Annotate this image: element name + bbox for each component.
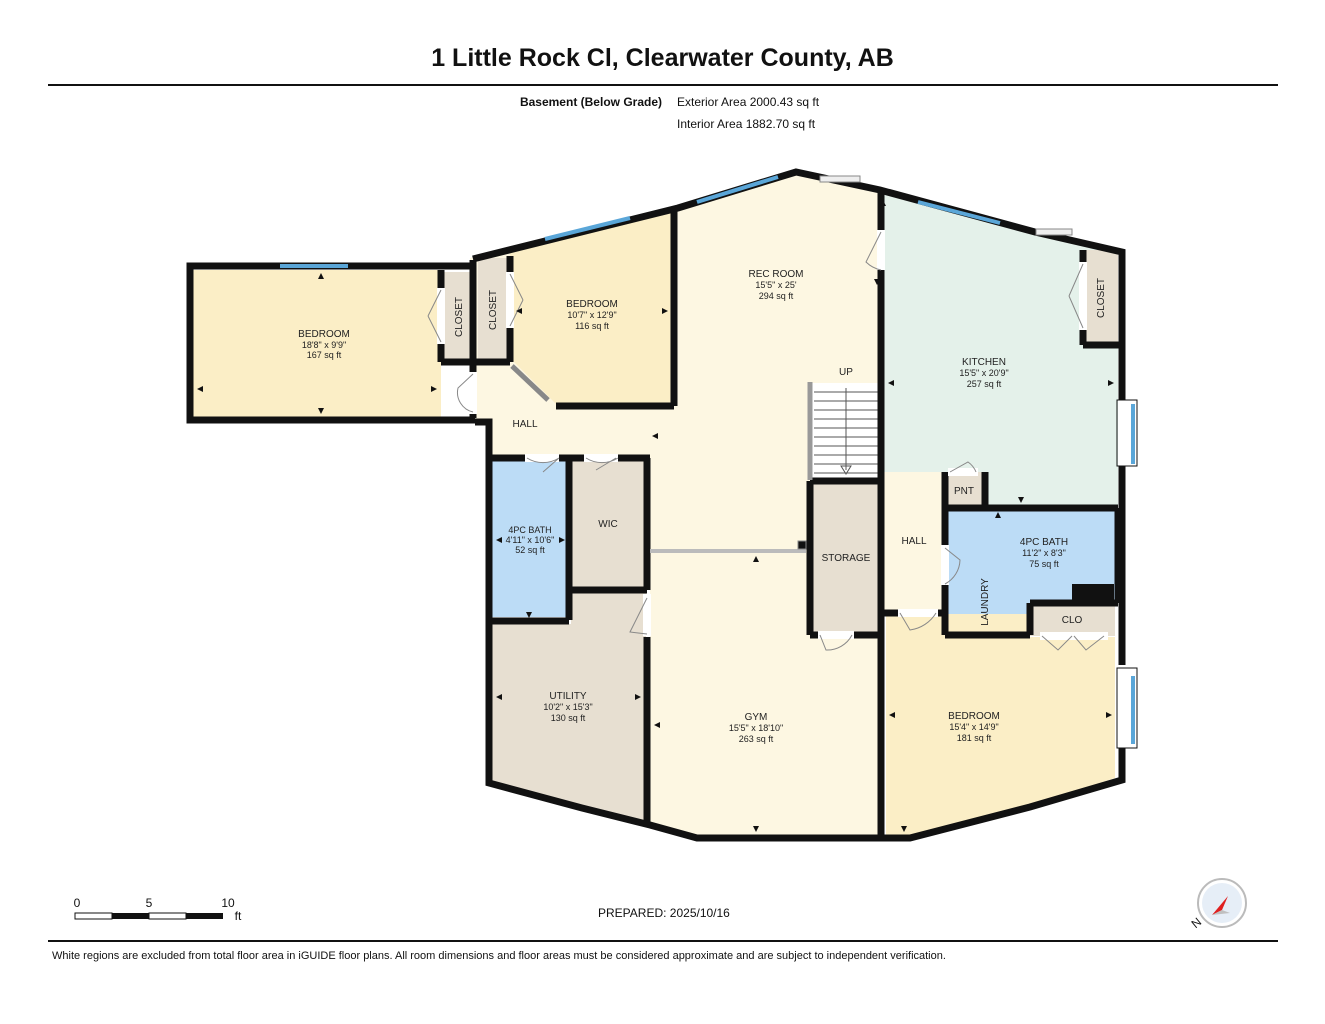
- stairs-floor: [812, 383, 878, 480]
- compass-icon: N: [1189, 878, 1247, 931]
- closet-kitchen-floor: [1085, 250, 1118, 343]
- bath-large-area: 75 sq ft: [1029, 559, 1059, 569]
- scale-tick-5: 5: [146, 896, 153, 910]
- bath-large-dims: 11'2" x 8'3": [1022, 548, 1066, 558]
- bedroom-south-name: BEDROOM: [948, 711, 1000, 722]
- clo-floor: [1030, 604, 1115, 636]
- walls: [186, 168, 1126, 842]
- hall-west-name: HALL: [512, 419, 537, 430]
- kitchen-area: 257 sq ft: [967, 379, 1002, 389]
- door-storage: [818, 631, 854, 639]
- bedroom-west-dims: 18'8" x 9'9": [302, 340, 346, 350]
- door-kitchen-closet: [1079, 262, 1087, 330]
- hall-east-floor: [883, 472, 945, 612]
- door-bath-small: [525, 454, 559, 462]
- closet-west-name: CLOSET: [454, 297, 465, 337]
- gym-name: GYM: [745, 712, 768, 723]
- door-pantry: [948, 468, 978, 476]
- room-labels: BEDROOM 18'8" x 9'9" 167 sq ft CLOSET CL…: [298, 269, 1107, 744]
- closet-mid-floor: [478, 258, 510, 360]
- bath-large-name: 4PC BATH: [1020, 537, 1068, 548]
- doors: [427, 175, 1108, 651]
- stairs-label: UP: [839, 367, 853, 378]
- door-bath-large: [941, 545, 949, 585]
- bath-small-area: 52 sq ft: [515, 545, 545, 555]
- gym-area: 263 sq ft: [739, 734, 774, 744]
- floor-label: Basement (Below Grade): [519, 95, 662, 109]
- disclaimer-text: White regions are excluded from total fl…: [52, 950, 946, 962]
- gym-floor: [650, 553, 880, 835]
- bath-small-name: 4PC BATH: [508, 525, 551, 535]
- page-title: 1 Little Rock Cl, Clearwater County, AB: [431, 44, 894, 72]
- exterior-area: Exterior Area 2000.43 sq ft: [677, 95, 820, 109]
- bedroom-west-area: 167 sq ft: [307, 350, 342, 360]
- bedroom-north-name: BEDROOM: [566, 299, 618, 310]
- prepared-date: PREPARED: 2025/10/16: [598, 906, 730, 920]
- wic-floor: [571, 461, 646, 588]
- header-divider: [48, 84, 1278, 86]
- door-kitchen-west: [877, 230, 885, 270]
- wall-block: [1072, 584, 1114, 602]
- gym-dims: 15'5" x 18'10": [729, 723, 783, 733]
- dimension-arrows: [197, 200, 1114, 832]
- stairs-arrow-icon: [840, 465, 852, 475]
- wic-name: WIC: [598, 519, 617, 530]
- rec-room-dims: 15'5" x 25': [755, 280, 796, 290]
- door-wic: [584, 454, 618, 462]
- door-closet-mid: [506, 272, 514, 328]
- door-rec-north: [819, 175, 861, 183]
- utility-floor: [492, 591, 646, 822]
- hall-east-name: HALL: [901, 536, 926, 547]
- door-bedroom-south: [898, 609, 938, 617]
- footer-divider: [48, 940, 1278, 942]
- room-fills: [193, 172, 1118, 835]
- window-frames: [1116, 399, 1138, 749]
- bath-small-dims: 4'11" x 10'6": [506, 535, 555, 545]
- door-bedroom-north: [510, 364, 550, 402]
- windows: [280, 175, 1135, 744]
- stairs: [814, 388, 878, 475]
- laundry-name: LAUNDRY: [980, 578, 991, 626]
- kitchen-name: KITCHEN: [962, 357, 1006, 368]
- kitchen-floor: [883, 193, 1118, 505]
- scale-tick-10: 10: [221, 896, 235, 910]
- closet-kitchen-name: CLOSET: [1096, 278, 1107, 318]
- bedroom-west-floor: [193, 270, 441, 418]
- bedroom-north-area: 116 sq ft: [575, 321, 609, 331]
- door-closet-west: [437, 288, 445, 344]
- utility-dims: 10'2" x 15'3": [543, 702, 592, 712]
- utility-name: UTILITY: [549, 691, 587, 702]
- closet-west-floor: [441, 272, 475, 360]
- pantry-floor: [945, 472, 985, 505]
- rec-room-area: 294 sq ft: [759, 291, 794, 301]
- door-bedroom-west: [469, 372, 477, 414]
- bedroom-north-floor: [510, 212, 673, 404]
- bedroom-west-name: BEDROOM: [298, 329, 350, 340]
- kitchen-dims: 15'5" x 20'9": [959, 368, 1008, 378]
- bath-small-floor: [492, 461, 568, 617]
- door-utility: [643, 594, 651, 636]
- clo-name: CLO: [1062, 615, 1083, 626]
- scale-bar: 0 5 10 ft: [74, 896, 242, 923]
- scale-unit: ft: [235, 909, 242, 923]
- bedroom-south-floor: [886, 614, 1115, 835]
- closet-mid-name: CLOSET: [488, 290, 499, 330]
- utility-area: 130 sq ft: [551, 713, 586, 723]
- scale-tick-0: 0: [74, 896, 81, 910]
- interior-area: Interior Area 1882.70 sq ft: [677, 117, 816, 131]
- bedroom-north-dims: 10'7" x 12'9": [567, 310, 616, 320]
- rec-room-name: REC ROOM: [749, 269, 804, 280]
- door-kitchen-north: [1035, 228, 1073, 236]
- pantry-name: PNT: [954, 486, 974, 497]
- storage-name: STORAGE: [822, 553, 871, 564]
- storage-floor: [813, 483, 878, 633]
- bedroom-south-area: 181 sq ft: [957, 733, 992, 743]
- bedroom-south-dims: 15'4" x 14'9": [949, 722, 998, 732]
